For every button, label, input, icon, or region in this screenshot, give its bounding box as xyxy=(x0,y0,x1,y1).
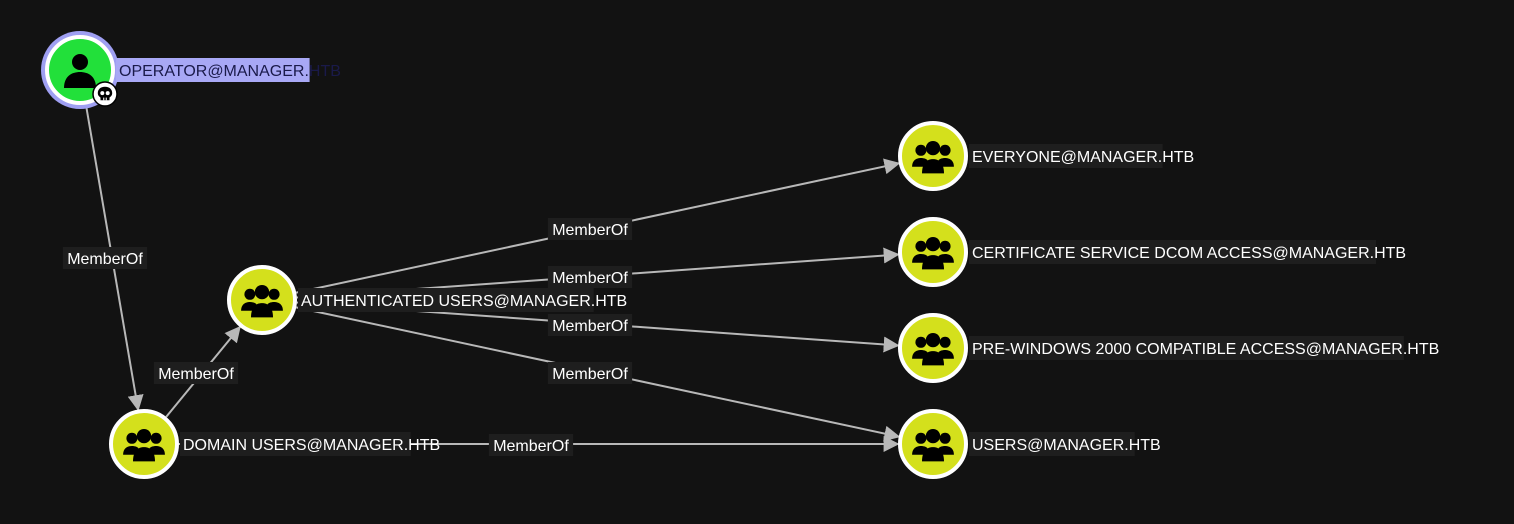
node-label-bg xyxy=(116,58,310,82)
node-circle[interactable] xyxy=(898,217,968,287)
node-label: CERTIFICATE SERVICE DCOM ACCESS@MANAGER.… xyxy=(972,245,1406,262)
edge-label: MemberOf xyxy=(67,251,143,268)
node-label: EVERYONE@MANAGER.HTB xyxy=(972,149,1194,166)
node-label: OPERATOR@MANAGER.HTB xyxy=(119,63,341,80)
node-label-bg xyxy=(969,336,1404,360)
node-circle[interactable] xyxy=(898,313,968,383)
edge-label-bg xyxy=(547,314,633,336)
node-pre-windows-2000[interactable]: PRE-WINDOWS 2000 COMPATIBLE ACCESS@MANAG… xyxy=(898,313,1439,383)
node-label-bg xyxy=(298,288,594,312)
edge-label-bg xyxy=(547,266,633,288)
node-label-bg xyxy=(969,240,1377,264)
edge-operator-domain_users[interactable]: MemberOf xyxy=(62,104,148,412)
edge-label-bg xyxy=(547,362,633,384)
edge-label: MemberOf xyxy=(552,222,628,239)
edge-label: MemberOf xyxy=(552,270,628,287)
edge-label: MemberOf xyxy=(552,366,628,383)
node-cert-service-dcom[interactable]: CERTIFICATE SERVICE DCOM ACCESS@MANAGER.… xyxy=(898,217,1406,287)
node-domain-users[interactable]: DOMAIN USERS@MANAGER.HTB xyxy=(109,409,440,479)
node-label-bg xyxy=(969,432,1135,456)
edge-authenticated_users-users[interactable]: MemberOf xyxy=(296,306,901,442)
edge-label-bg xyxy=(547,218,633,240)
edge-domain_users-authenticated_users[interactable]: MemberOf xyxy=(153,325,241,418)
nodes-layer: OPERATOR@MANAGER.HTB AUTHENTICATED USERS@… xyxy=(41,31,1439,479)
node-circle[interactable] xyxy=(227,265,297,335)
node-label: USERS@MANAGER.HTB xyxy=(972,437,1161,454)
edge-authenticated_users-pre_windows_2000[interactable]: MemberOf xyxy=(296,301,900,353)
node-label-bg xyxy=(180,432,411,456)
node-circle[interactable] xyxy=(109,409,179,479)
edge-label: MemberOf xyxy=(158,366,234,383)
node-authenticated-users[interactable]: AUTHENTICATED USERS@MANAGER.HTB xyxy=(227,265,627,335)
skull-badge xyxy=(92,81,118,107)
edge-authenticated_users-everyone[interactable]: MemberOf xyxy=(296,158,901,294)
node-everyone[interactable]: EVERYONE@MANAGER.HTB xyxy=(898,121,1194,191)
edge-label-bg xyxy=(488,434,574,456)
node-label-bg xyxy=(969,144,1163,168)
node-circle[interactable] xyxy=(898,409,968,479)
node-label: AUTHENTICATED USERS@MANAGER.HTB xyxy=(301,293,627,310)
node-label: PRE-WINDOWS 2000 COMPATIBLE ACCESS@MANAG… xyxy=(972,341,1439,358)
edge-label: MemberOf xyxy=(552,318,628,335)
node-circle[interactable] xyxy=(898,121,968,191)
edge-label: MemberOf xyxy=(493,438,569,455)
edge-label-bg xyxy=(153,362,239,384)
node-operator[interactable]: OPERATOR@MANAGER.HTB xyxy=(41,31,341,109)
edges-layer: MemberOfMemberOfMemberOfMemberOfMemberOf… xyxy=(62,104,901,456)
edge-label-bg xyxy=(62,247,148,269)
node-users[interactable]: USERS@MANAGER.HTB xyxy=(898,409,1161,479)
node-label: DOMAIN USERS@MANAGER.HTB xyxy=(183,437,440,454)
